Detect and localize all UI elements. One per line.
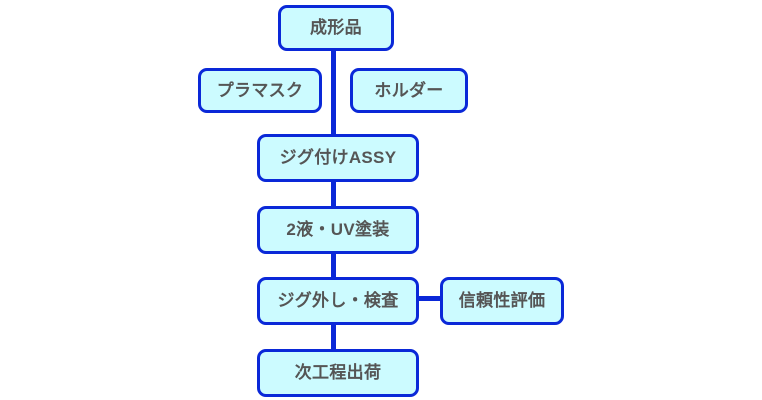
connector-inspect-to-reliability	[416, 296, 443, 301]
flow-node-two-liquid-uv-coat[interactable]: 2液・UV塗装	[257, 206, 419, 254]
connector-inspect-to-shipment	[331, 322, 336, 352]
flow-node-next-process-ship[interactable]: 次工程出荷	[257, 349, 419, 397]
flow-node-reliability-eval[interactable]: 信頼性評価	[440, 277, 564, 325]
flow-node-label-next-process-ship: 次工程出荷	[294, 363, 382, 382]
flow-node-plastic-mask[interactable]: プラマスク	[198, 68, 322, 113]
flow-node-label-holder: ホルダー	[374, 80, 444, 100]
connector-coat-to-inspect	[331, 251, 336, 280]
flow-node-label-plastic-mask: プラマスク	[216, 80, 304, 100]
connector-molded-to-jig-assy	[331, 48, 336, 136]
flow-node-label-two-liquid-uv-coat: 2液・UV塗装	[286, 220, 390, 239]
flow-node-label-molded-product: 成形品	[310, 18, 362, 37]
flow-node-label-jig-removal-inspect: ジグ外し・検査	[277, 291, 399, 310]
flow-node-jig-assy[interactable]: ジグ付けASSY	[257, 134, 419, 182]
flow-node-label-jig-assy: ジグ付けASSY	[279, 148, 397, 167]
connector-jig-assy-to-coat	[331, 179, 336, 209]
flow-node-jig-removal-inspect[interactable]: ジグ外し・検査	[257, 277, 419, 325]
flow-node-holder[interactable]: ホルダー	[350, 68, 468, 113]
flow-node-label-reliability-eval: 信頼性評価	[458, 291, 546, 310]
flow-node-molded-product[interactable]: 成形品	[278, 5, 394, 51]
